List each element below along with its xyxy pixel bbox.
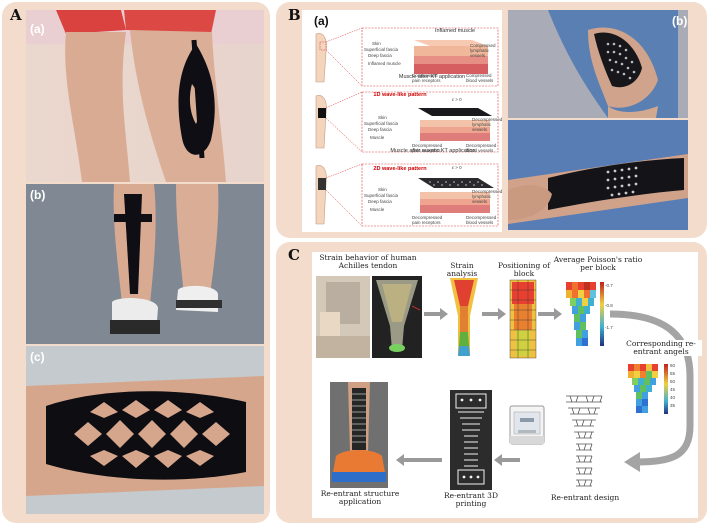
diag3-label-deep: Deep fascia [368, 199, 392, 204]
diag2-right-label-2: Decompressed pain receptors [412, 143, 443, 153]
auxetic-kt-diagram [315, 163, 499, 227]
photo-knee-tape [26, 10, 264, 182]
diag1-right-label-2: Compressed pain receptors [412, 73, 441, 83]
diag1-label-muscle: Inflamed muscle [368, 61, 401, 66]
photo-forearm-auxetic-tape [508, 120, 688, 230]
panel-b-sub-a: (a) [314, 14, 329, 28]
diag2-label-muscle: Muscle [370, 135, 385, 140]
photo-forearm-lattice-tape [26, 346, 264, 514]
step-positioning-label: Positioning of block [498, 261, 550, 278]
diag2-label-skin: Skin [378, 115, 387, 120]
diag3-label-muscle: Muscle [370, 207, 385, 212]
diag3-right-label-2: Decompressed pain receptors [412, 215, 443, 225]
diag1-label-deep: Deep fascia [368, 53, 392, 58]
panel-a-sub-b: (b) [30, 188, 46, 202]
photo-calf-tape [26, 184, 264, 344]
angle-tick-4: 45 [670, 387, 676, 392]
auxetic-strain-label: ε > 0 [452, 165, 462, 170]
flow-arrow-3 [538, 308, 562, 320]
photo-reentrant-application [330, 382, 388, 488]
photo-achilles-test-rig [316, 276, 370, 358]
step-strain-behavior-label: Strain behavior of human Achilles tendon [319, 253, 417, 270]
angle-tick-6: 35 [670, 403, 676, 408]
reentrant-design-lattice [566, 395, 603, 487]
printer-icon [509, 405, 545, 445]
poisson-ratio-heatmap [566, 282, 604, 346]
panel-a-sub-c: (c) [30, 350, 45, 364]
diag1-right-label-3: Compressed blood vessels [466, 73, 494, 83]
photo-achilles-strain-field [372, 276, 422, 358]
auxetic-pattern-label: 2D wave-like pattern [373, 166, 427, 172]
poisson-tick-3: -1.7 [605, 325, 613, 330]
kt-application-title: Muscle after KT application [398, 74, 466, 80]
angle-tick-5: 40 [670, 395, 676, 400]
auxetic-kt-title: Muscle after auxetic KT application [390, 148, 476, 154]
panel-b-sub-b: (b) [672, 14, 688, 28]
flow-arrow-2 [482, 308, 506, 320]
diag3-label-skin: Skin [378, 187, 387, 192]
flow-arrow-5 [396, 454, 442, 466]
step-corresponding-label: Corresponding re-entrant angels [620, 340, 702, 356]
angle-tick-2: 55 [670, 371, 676, 376]
poisson-tick-2: -0.8 [605, 303, 613, 308]
step-design-label: Re-entrant design [550, 493, 620, 502]
panel-a-letter: A [10, 6, 22, 24]
panel-c-letter: C [288, 246, 300, 264]
diag3-right-label-1: Decompressed lymphatic vessels [472, 189, 503, 204]
step-printing-label: Re-entrant 3D printing [444, 491, 498, 508]
kt-strain-label: ε > 0 [452, 97, 462, 102]
diag1-label-superficial: Superficial fascia [364, 47, 399, 52]
diag3-label-superficial: Superficial fascia [364, 193, 399, 198]
photo-reentrant-printed [450, 390, 492, 490]
positioning-block-map [509, 279, 537, 359]
diag1-right-label-1: Compressed lymphatic vessels [470, 43, 496, 58]
panel-b-letter: B [288, 6, 301, 24]
diag2-label-superficial: Superficial fascia [364, 121, 399, 126]
diag2-right-label-1: Decompressed lymphatic vessels [472, 117, 503, 132]
kt-pattern-label: 1D wave-like pattern [373, 92, 427, 98]
diag2-right-label-3: Decompressed blood vessels [466, 143, 497, 153]
reentrant-angle-heatmap [622, 362, 678, 420]
inflamed-muscle-title: Inflamed muscle [434, 28, 476, 34]
flow-arrow-4 [494, 454, 520, 466]
diag3-right-label-3: Decompressed blood vessels [466, 215, 497, 225]
poisson-tick-1: -0.7 [605, 283, 613, 288]
inflamed-muscle-diagram [315, 27, 499, 87]
step-application-label: Re-entrant structure application [320, 489, 400, 506]
photo-elbow-auxetic-tape [508, 10, 688, 118]
flow-arrow-1 [424, 308, 448, 320]
strain-analysis-map [450, 278, 478, 356]
step-poisson-label: Average Poisson's ratio per block [553, 255, 643, 272]
panel-a-sub-a: (a) [30, 22, 45, 36]
angle-tick-1: 60 [670, 363, 676, 368]
diag2-label-deep: Deep fascia [368, 127, 392, 132]
step-strain-analysis-label: Strain analysis [446, 261, 478, 278]
diag1-label-skin: Skin [372, 41, 381, 46]
flow-return-arrow [609, 310, 694, 472]
angle-tick-3: 50 [670, 379, 676, 384]
kt-application-diagram [315, 91, 499, 153]
